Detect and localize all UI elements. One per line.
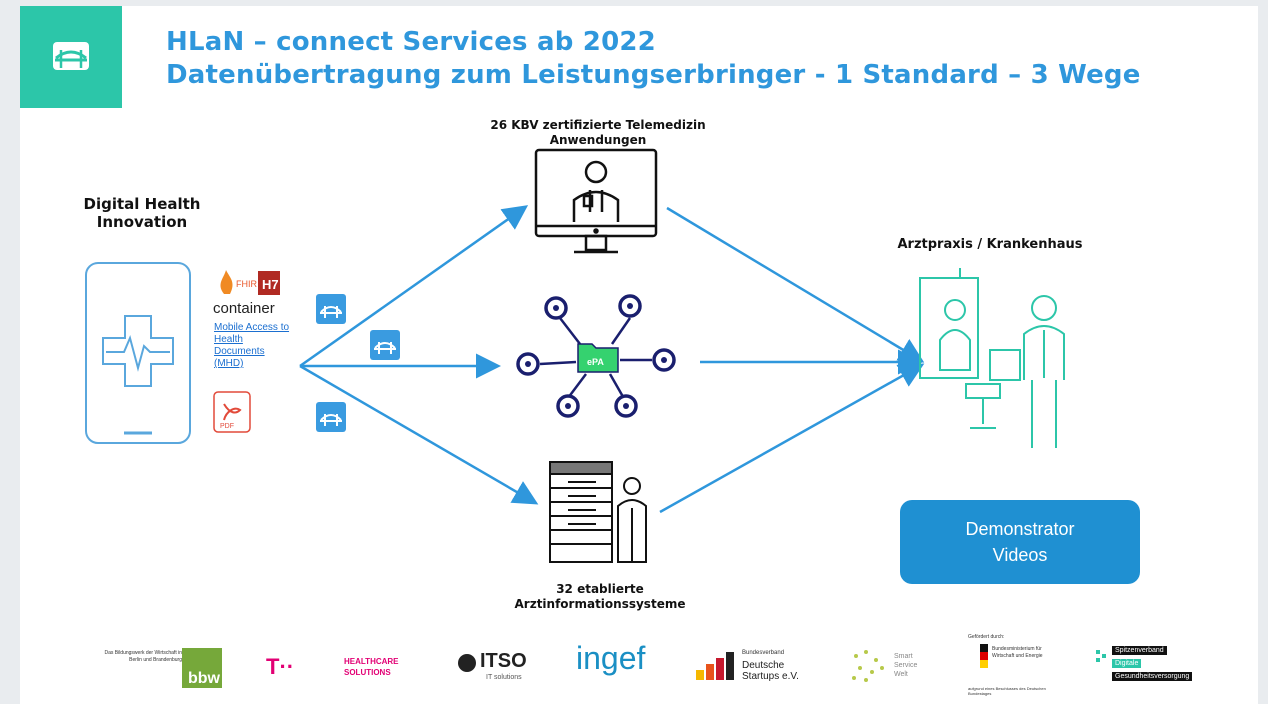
demonstrator-videos-button[interactable]: Demonstrator Videos	[900, 500, 1140, 584]
mhd-link[interactable]: Mobile Access to Health Documents (MHD)	[214, 322, 290, 369]
bbw-tagline: Das Bildungswerk der Wirtschaft in Berli…	[104, 650, 182, 663]
startups-small-text: Bundesverband	[742, 650, 785, 656]
arrow-to-ais	[299, 364, 539, 505]
ssw-line2: Service	[894, 662, 918, 669]
svdgv-line3: Gesundheitsversorgung	[1112, 672, 1193, 681]
bmwi-head: Gefördert durch:	[968, 634, 1005, 640]
bridge-icon	[53, 42, 89, 70]
svg-text:ePA: ePA	[587, 357, 604, 367]
bbw-logo-text: bbw	[188, 670, 220, 687]
telemedicine-monitor-icon	[534, 148, 658, 254]
startups-logo: Deutsche Startups e.V.	[742, 660, 799, 682]
arrow-telemed-to-target	[666, 206, 925, 363]
demo-button-line1: Demonstrator	[965, 519, 1075, 539]
telekom-healthcare-text: HEALTHCARE SOLUTIONS	[344, 657, 399, 677]
flow-arrows	[299, 205, 925, 514]
svdgv-line1: Spitzenverband	[1112, 646, 1167, 655]
bridge-badge-icon	[370, 330, 400, 360]
source-label: Digital Health Innovation	[83, 195, 201, 231]
smartphone-health-icon	[85, 262, 191, 444]
target-label: Arztpraxis / Krankenhaus	[897, 237, 1083, 252]
arrow-ais-to-target	[659, 363, 925, 514]
svg-text:H7: H7	[262, 277, 279, 292]
hlan-logo	[20, 6, 122, 108]
fhir-label: FHIR	[236, 279, 257, 289]
bmwi-foot: aufgrund eines Beschlusses des Deutschen…	[968, 686, 1046, 696]
hl7-logo: H7	[258, 271, 280, 295]
pdf-icon: PDF	[213, 391, 251, 433]
svg-text:PDF: PDF	[220, 423, 234, 430]
smart-service-dots-icon	[846, 646, 892, 686]
arrow-to-telemed	[299, 205, 529, 368]
slide-background	[20, 6, 1258, 704]
telekom-logo: T··	[266, 654, 295, 679]
german-flag-icon	[980, 644, 988, 668]
page-title: HLaN – connect Services ab 2022	[166, 27, 656, 57]
container-label: container	[213, 300, 275, 317]
svdgv-mark-icon	[1094, 648, 1110, 668]
hospital-doctor-icon	[919, 268, 1065, 448]
bridge-badge-icon	[316, 402, 346, 432]
ingef-logo: ingef	[576, 640, 646, 676]
itso-subtitle: IT solutions	[486, 674, 522, 681]
itso-mark-icon	[458, 654, 476, 672]
telemed-label: 26 KBV zertifizierte Telemedizin Anwendu…	[490, 118, 706, 147]
page-subtitle: Datenübertragung zum Leistungserbringer …	[166, 60, 1141, 90]
itso-logo: ITSO	[480, 650, 527, 672]
demo-button-line2: Videos	[992, 545, 1048, 565]
ssw-line3: Welt	[894, 671, 908, 678]
bbw-logo: bbw	[182, 648, 222, 688]
epa-hub-icon: ePA	[516, 294, 676, 418]
smart-service-text: Smart Service Welt	[894, 652, 917, 679]
fhir-icon	[220, 270, 233, 294]
svdgv-line2: Digitale	[1112, 659, 1142, 668]
ssw-line1: Smart	[894, 653, 913, 660]
bridge-badge-icon	[316, 294, 346, 324]
bmwi-text: Bundesministerium für Wirtschaft und Ene…	[992, 646, 1043, 659]
server-rack-doctor-icon	[549, 461, 647, 563]
ais-label: 32 etablierte Arztinformationssysteme	[514, 582, 686, 611]
startups-bars-icon	[694, 652, 736, 682]
